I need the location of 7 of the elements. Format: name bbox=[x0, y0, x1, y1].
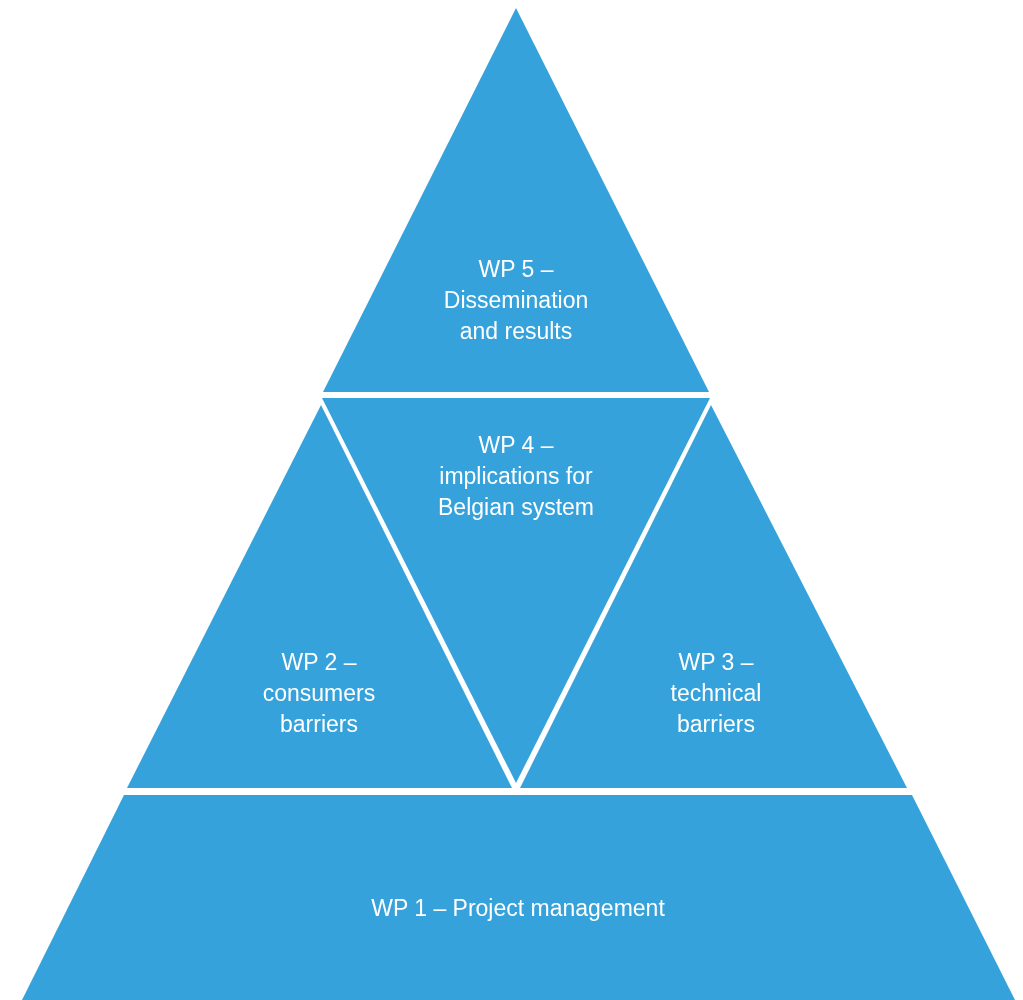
pyramid-segment bbox=[323, 8, 709, 392]
segment-label: WP 5 – Dissemination and results bbox=[442, 255, 590, 346]
pyramid-segment bbox=[22, 795, 1015, 1000]
segment-label: WP 1 – Project management bbox=[370, 894, 666, 923]
segment-label: WP 4 – implications for Belgian system bbox=[437, 431, 595, 522]
segment-label: WP 2 – consumers barriers bbox=[261, 648, 377, 739]
segment-label: WP 3 – technical barriers bbox=[669, 648, 763, 739]
